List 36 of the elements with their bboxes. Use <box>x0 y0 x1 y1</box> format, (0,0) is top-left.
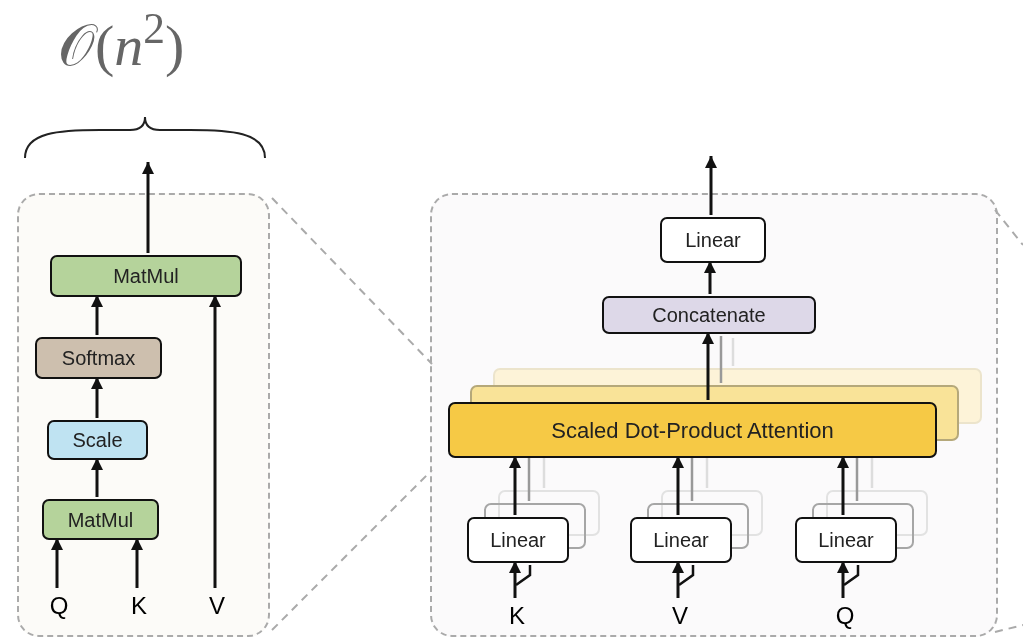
arrow <box>702 332 714 400</box>
arrow <box>142 162 154 253</box>
process-box: Linear <box>630 517 732 563</box>
input-label: V <box>205 590 229 622</box>
input-label: Q <box>47 590 71 622</box>
process-box: Scaled Dot-Product Attention <box>448 402 937 458</box>
arrow <box>209 295 221 588</box>
process-box: Linear <box>795 517 897 563</box>
process-box: Concatenate <box>602 296 816 334</box>
process-box: Softmax <box>35 337 162 379</box>
input-label: K <box>505 600 529 632</box>
curly-brace <box>24 116 266 158</box>
arrow <box>509 561 521 598</box>
input-label: Q <box>833 600 857 632</box>
arrow <box>131 538 143 588</box>
arrow <box>91 377 103 418</box>
process-box: Scale <box>47 420 148 460</box>
process-box: Linear <box>467 517 569 563</box>
process-box: Linear <box>660 217 766 263</box>
dashed-panel <box>17 193 270 637</box>
input-label: K <box>127 590 151 622</box>
process-box: MatMul <box>50 255 242 297</box>
arrow <box>837 456 849 515</box>
dashed-panel <box>430 193 998 637</box>
complexity-formula: 𝒪(n$^{2}$) <box>58 3 185 80</box>
arrow <box>704 261 716 294</box>
arrow <box>837 561 849 598</box>
arrow <box>91 458 103 497</box>
arrow <box>672 561 684 598</box>
input-label: V <box>668 600 692 632</box>
process-box: MatMul <box>42 499 159 540</box>
arrow <box>91 295 103 335</box>
arrow <box>509 456 521 515</box>
arrow <box>51 538 63 588</box>
arrow <box>705 156 717 215</box>
arrow <box>672 456 684 515</box>
